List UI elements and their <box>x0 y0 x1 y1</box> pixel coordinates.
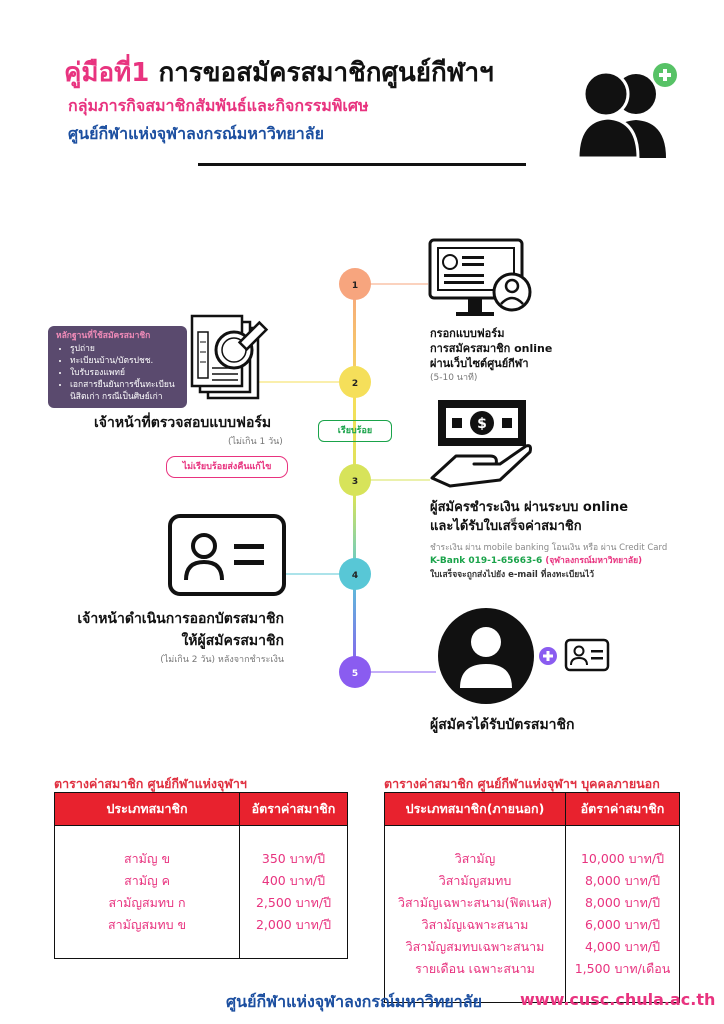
subtitle: กลุ่มภารกิจสมาชิกสัมพันธ์และกิจกรรมพิเศษ <box>68 96 369 115</box>
bank-account: K-Bank 019-1-65663-6 <box>430 556 543 566</box>
step-2-note: (ไม่เกิน 1 วัน) <box>228 437 283 447</box>
footer-org: ศูนย์กีฬาแห่งจุฬาลงกรณ์มหาวิทยาลัย <box>226 992 482 1011</box>
ok-status-pill: เรียบร้อย <box>318 420 392 442</box>
step-5-label: ผู้สมัครได้รับบัตรสมาชิก <box>430 717 575 733</box>
id-card-icon <box>168 514 286 596</box>
step-3-text: ผู้สมัครชำระเงิน ผ่านระบบ online และได้ร… <box>430 498 628 536</box>
org-name: ศูนย์กีฬาแห่งจุฬาลงกรณ์มหาวิทยาลัย <box>68 124 324 143</box>
members-header-type: ประเภทสมาชิก <box>54 792 240 826</box>
step-2-number: 2 <box>352 379 358 389</box>
step-4-line2: ให้ผู้สมัครสมาชิก <box>181 633 284 649</box>
user-avatar-icon <box>438 608 610 704</box>
bank-account-name: (จุฬาลงกรณ์มหาวิทยาลัย) <box>545 556 642 566</box>
page-title: คู่มือที่1 การขอสมัครสมาชิกศูนย์กีฬาฯ <box>64 52 494 93</box>
external-table-title: ตารางค่าสมาชิก ศูนย์กีฬาแห่งจุฬาฯ บุคคลภ… <box>384 776 660 791</box>
step-2-label: เจ้าหน้าที่ตรวจสอบแบบฟอร์ม <box>94 415 272 431</box>
external-header-rate: อัตราค่าสมาชิก <box>565 792 680 826</box>
documents-box: หลักฐานที่ใช้สมัครสมาชิก รูปถ่าย ทะเบียน… <box>48 326 187 408</box>
step-5-circle <box>339 656 371 688</box>
external-header-type: ประเภทสมาชิก(ภายนอก) <box>384 792 566 826</box>
step-3-line2: และได้รับใบเสร็จค่าสมาชิก <box>430 519 582 534</box>
step-1-text: กรอกแบบฟอร์ม การสมัครสมาชิก online ผ่านเ… <box>430 326 552 386</box>
step-5-number: 5 <box>352 669 358 679</box>
step-2-circle <box>339 366 371 398</box>
step-4-number: 4 <box>352 571 358 581</box>
svg-text:$: $ <box>477 416 487 432</box>
members-header-rate: อัตราค่าสมาชิก <box>239 792 348 826</box>
step-3-line1: ผู้สมัครชำระเงิน ผ่านระบบ online <box>430 500 629 515</box>
step-3-pay-note: ชำระเงิน ผ่าน mobile banking โอนเงิน หรื… <box>430 543 668 553</box>
document-item: ใบรับรองแพทย์ <box>70 367 179 379</box>
step-1-line1: กรอกแบบฟอร์ม <box>430 327 505 340</box>
step-1-note: (5-10 นาที) <box>430 373 478 383</box>
step-3-bank: K-Bank 019-1-65663-6 (จุฬาลงกรณ์มหาวิทยา… <box>430 553 642 567</box>
step-3-number: 3 <box>352 477 358 487</box>
members-table-title: ตารางค่าสมาชิก ศูนย์กีฬาแห่งจุฬาฯ <box>54 776 247 791</box>
document-item: เอกสารยืนยันการขึ้นทะเบียน นิสิตเก่า กรณ… <box>70 379 179 403</box>
step-1-number: 1 <box>352 281 358 291</box>
step-4-text: เจ้าหน้าดำเนินการออกบัตรสมาชิก ให้ผู้สมั… <box>77 608 284 652</box>
computer-form-icon <box>428 238 532 316</box>
step-1-line3: ผ่านเว็บไซต์ศูนย์กีฬา <box>430 357 529 370</box>
documents-heading: หลักฐานที่ใช้สมัครสมาชิก <box>56 331 151 341</box>
step-3-circle <box>339 464 371 496</box>
document-item: ทะเบียนบ้าน/บัตรปชช. <box>70 355 179 367</box>
step-4-note: (ไม่เกิน 2 วัน) หลังจากชำระเงิน <box>160 655 284 665</box>
step-1-circle <box>339 268 371 300</box>
step-1-line2: การสมัครสมาชิก online <box>430 342 553 355</box>
external-fee-table: ประเภทสมาชิก(ภายนอก) อัตราค่าสมาชิก วิสา… <box>384 792 680 1003</box>
header-divider <box>198 163 526 166</box>
title-prefix: คู่มือที่1 <box>64 58 150 88</box>
users-add-icon <box>576 63 677 160</box>
step-4-circle <box>339 558 371 590</box>
footer-url[interactable]: www.cusc.chula.ac.th <box>520 990 716 1009</box>
document-search-icon <box>190 314 269 400</box>
document-item: รูปถ่าย <box>70 343 179 355</box>
title-main: การขอสมัครสมาชิกศูนย์กีฬาฯ <box>158 58 494 88</box>
reject-status-pill: ไม่เรียบร้อยส่งคืนแก้ไข <box>166 456 288 478</box>
documents-list: รูปถ่าย ทะเบียนบ้าน/บัตรปชช. ใบรับรองแพท… <box>56 343 179 403</box>
timeline: 1 2 3 4 5 <box>256 268 436 688</box>
step-3-receipt-note: ใบเสร็จจะถูกส่งไปยัง e-mail ที่ลงทะเบียน… <box>430 570 595 580</box>
step-4-line1: เจ้าหน้าดำเนินการออกบัตรสมาชิก <box>77 611 284 627</box>
money-hand-icon: $ <box>430 400 532 488</box>
table-row: วิสามัญเฉพาะสนาม(ฟิตเนส)8,000 บาท/ปี <box>384 892 680 914</box>
